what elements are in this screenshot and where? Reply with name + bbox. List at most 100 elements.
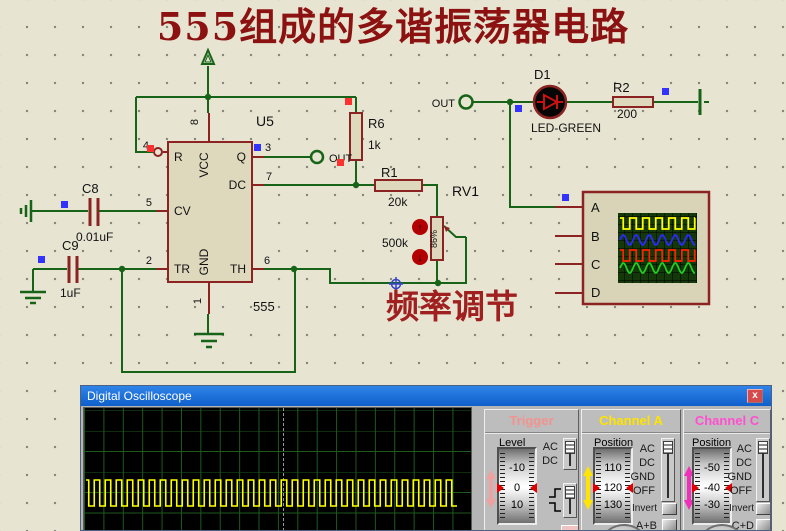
out-terminal-q[interactable]: OUT: [309, 149, 353, 165]
capacitor-c8[interactable]: C8 0.01uF: [76, 181, 156, 244]
pin-number-6: 6: [264, 255, 270, 267]
trigger-coupling-toggle[interactable]: [563, 438, 577, 470]
trigger-position-line: [283, 408, 284, 530]
pin-label-vcc: VCC: [197, 152, 211, 178]
trigger-level-gauge[interactable]: -10 0 10: [497, 447, 537, 525]
close-button[interactable]: x: [747, 389, 763, 403]
channel-c-sum-button[interactable]: [756, 519, 770, 530]
wiper-arrow-icon: [444, 226, 450, 232]
scope-input-b: B: [591, 229, 600, 244]
ground-pin1-icon: [194, 332, 224, 349]
mini-trace-red: [620, 249, 696, 262]
rv1-decrease-button[interactable]: [412, 249, 428, 265]
r6-value: 1k: [368, 138, 382, 152]
rv1-value: 500k: [382, 236, 409, 250]
pin-number-4: 4: [143, 140, 149, 152]
d1-value: LED-GREEN: [531, 121, 601, 135]
pin-number-1: 1: [192, 298, 204, 304]
potentiometer-rv1[interactable]: 86% ↑ ↓ RV1 500k: [382, 183, 479, 265]
ground-c8-icon: [19, 200, 33, 222]
diode-symbol-icon: [537, 93, 563, 111]
power-symbols: [19, 47, 709, 349]
capacitor-c9[interactable]: C9 1uF: [60, 238, 81, 300]
down-arrow-icon: ↓: [417, 252, 423, 264]
resistor-r1[interactable]: R1 20k: [374, 165, 423, 209]
channel-a-position-gauge[interactable]: 110 120 130: [593, 447, 633, 525]
dc-label: DC: [542, 455, 558, 467]
channel-a-sum-button[interactable]: [662, 519, 677, 530]
out-terminal-top[interactable]: OUT: [432, 94, 474, 111]
schematic-canvas: R Q DC CV TR TH VCC GND 4 8 3 7 5 2 6 1 …: [19, 47, 711, 373]
channel-c-gnd: GND: [727, 471, 752, 483]
channel-a-trace: [86, 479, 457, 507]
scope-input-c: C: [591, 257, 600, 272]
out-label-top: OUT: [432, 98, 456, 110]
gauge-value: 10: [510, 499, 524, 511]
gauge-value: -10: [509, 462, 525, 474]
gauge-value: 0: [513, 482, 521, 494]
channel-a-dc: DC: [639, 457, 655, 469]
channel-a-invert-label: Invert: [631, 503, 657, 514]
gauge-marker-right: [530, 483, 537, 493]
r6-ref: R6: [368, 116, 385, 131]
scope-mini-screen: [618, 213, 697, 283]
ground-c9-icon: [20, 290, 46, 305]
channel-a-position-arrows[interactable]: [583, 466, 593, 510]
chip-part: 555: [253, 299, 275, 314]
c9-ref: C9: [62, 238, 79, 253]
ac-label: AC: [542, 441, 558, 453]
gauge-value: -30: [704, 499, 720, 511]
c8-value: 0.01uF: [76, 230, 113, 244]
pin-number-3: 3: [265, 142, 271, 154]
channel-c-position-arrows[interactable]: [684, 466, 694, 510]
pin-label-r: R: [174, 150, 183, 164]
pin-number-2: 2: [146, 255, 152, 267]
gauge-value: 120: [603, 482, 623, 494]
position-label: Position: [692, 437, 732, 449]
trigger-edge-toggle[interactable]: [563, 483, 577, 518]
oscilloscope-screen: [83, 407, 472, 530]
rising-edge-icon: [549, 488, 561, 498]
channel-c-position-gauge[interactable]: -50 -40 -30: [692, 447, 732, 525]
channel-a-off: OFF: [633, 485, 655, 497]
position-label: Position: [594, 437, 634, 449]
channel-a-invert-button[interactable]: [662, 503, 677, 515]
window-titlebar[interactable]: Digital Oscilloscope x: [81, 386, 771, 406]
pin-label-q: Q: [237, 150, 246, 164]
origin-crosshair-icon: [389, 277, 403, 291]
channel-a-sum-label: A+B: [635, 520, 657, 531]
channel-c-coupling-slider[interactable]: [756, 438, 770, 502]
trigger-oneshot-button[interactable]: [561, 525, 578, 530]
pin-label-dc: DC: [229, 178, 247, 192]
gauge-value: 130: [603, 499, 623, 511]
channel-c-invert-button[interactable]: [756, 503, 770, 515]
gauge-value: -50: [704, 462, 720, 474]
channel-c-title: Channel C: [684, 410, 770, 433]
resistor-r6[interactable]: R6 1k: [349, 112, 385, 161]
junction-dots: [118, 93, 514, 287]
trigger-title: Trigger: [485, 410, 578, 433]
chip-u5[interactable]: R Q DC CV TR TH VCC GND 4 8 3 7 5 2 6 1 …: [143, 113, 275, 314]
falling-edge-icon: [549, 502, 561, 512]
channel-a-coupling-slider[interactable]: [661, 438, 675, 502]
resistor-r2[interactable]: R2 200: [612, 80, 654, 121]
window-title: Digital Oscilloscope: [87, 389, 192, 403]
mini-trace-yellow: [620, 217, 696, 230]
vcc-arrow-icon: [200, 47, 216, 65]
handle-markers: [38, 88, 669, 263]
channel-c-sum-label: C+D: [731, 520, 754, 531]
mini-trace-blue: [619, 233, 696, 247]
c9-value: 1uF: [60, 286, 81, 300]
gauge-value: 110: [604, 462, 622, 474]
trigger-level-arrows[interactable]: [486, 470, 496, 508]
gauge-marker-right: [626, 483, 633, 493]
scope-component[interactable]: A B C D: [555, 190, 711, 306]
gauge-marker-left: [497, 483, 504, 493]
led-d1[interactable]: D1 LED-GREEN: [531, 67, 601, 135]
pin-number-7: 7: [266, 171, 272, 183]
gauge-marker-left: [692, 483, 699, 493]
gauge-marker-right: [725, 483, 732, 493]
rv1-increase-button[interactable]: [412, 219, 428, 235]
channel-c-dc: DC: [736, 457, 752, 469]
